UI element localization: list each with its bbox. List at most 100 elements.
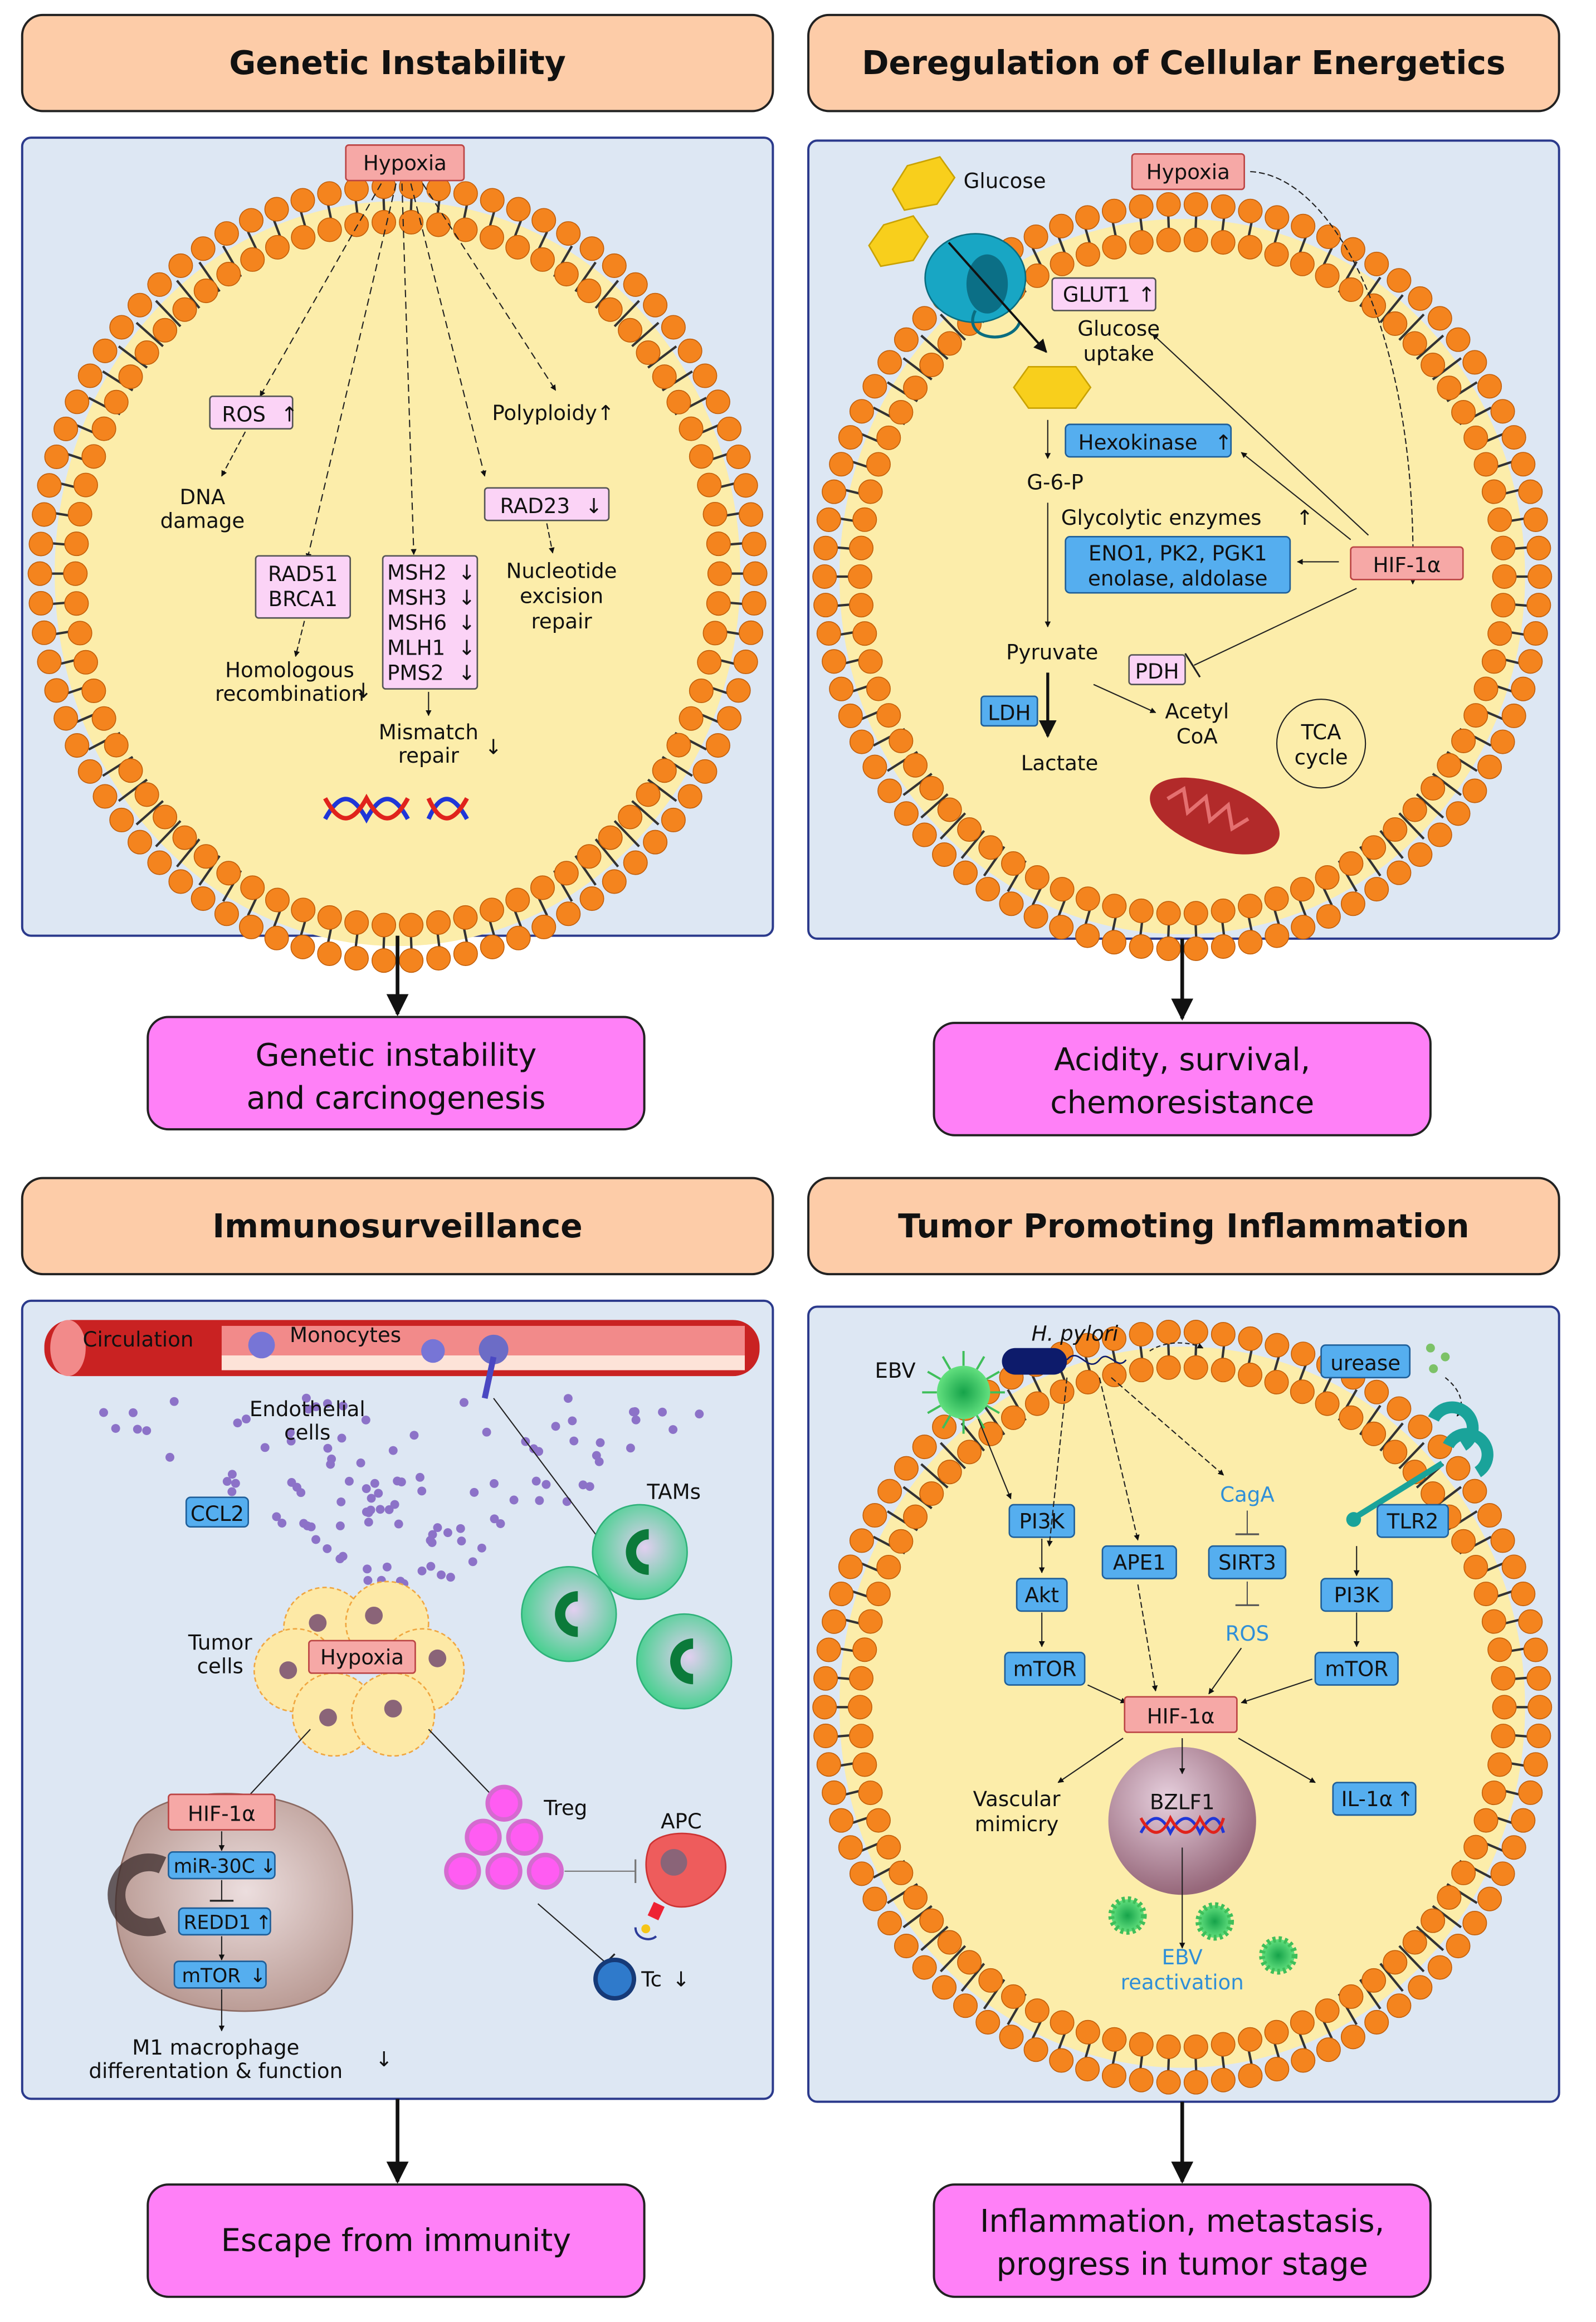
lipid-head [1473,452,1499,477]
lipid-head [866,1808,891,1833]
lipid-head [505,235,530,260]
lipid-head [858,1780,883,1806]
chemokine-dot [459,1398,468,1407]
lipid-head [28,531,53,557]
extravasating-monocyte-icon [479,1334,509,1399]
lipid-head [290,188,315,213]
nucleus-icon [1108,1747,1256,1895]
chemokine-dot [227,1470,237,1479]
lipid-head [1075,205,1100,230]
lipid-head [53,416,79,441]
lipid-head [1183,2070,1208,2095]
lipid-head [1437,375,1462,401]
ccl2-chemokine-dots [99,1393,704,1588]
chemokine-dot [592,1451,601,1460]
lipid-head [479,225,504,250]
lipid-head [919,1908,944,1933]
apc-label: APC [661,1809,702,1833]
lipid-head [479,897,504,923]
lipid-head [847,564,872,589]
lipid-head [44,444,69,469]
lipid-head [598,297,623,322]
lipid-head [1129,194,1154,219]
lipid-head [866,676,891,701]
down-arrow-icon: ↓ [458,636,475,660]
chemokine-dot [242,1414,251,1424]
lipid-head [652,364,677,389]
chemokine-dot [323,1544,332,1553]
lipid-head [264,925,289,950]
lipid-head [812,1695,837,1720]
lipid-head [1340,891,1365,916]
chemokine-dot [306,1522,316,1531]
lipid-head [706,531,731,557]
lipid-head [77,759,103,784]
lipid-head [838,1835,863,1860]
lipid-head [1487,1637,1512,1662]
lipid-head [707,561,732,586]
lipid-head [1383,1440,1408,1465]
panel-title: Genetic Instability [229,44,565,82]
mismatch-gene-list: MSH2 MSH3 MSH6 MLH1 PMS2 ↓ ↓ ↓ ↓ ↓ [387,560,475,685]
lipid-head [838,703,863,728]
hif1a-label: HIF-1α [188,1802,256,1826]
chemokine-dot [169,1397,179,1406]
lipid-head [1451,728,1476,753]
lipid-head [1290,2010,1315,2035]
lipid-head [702,621,728,646]
lipid-head [28,591,53,616]
hypoxia-label: Hypoxia [363,151,447,175]
hypoxia-box [345,144,465,182]
lipid-head [37,650,62,675]
chemokine-dot [338,1552,348,1561]
lipid-tail [631,321,660,348]
chemokine-dot [227,1487,237,1496]
lipid-tail [155,300,182,328]
lipid-head [666,389,691,414]
lipid-head [1481,1609,1506,1634]
chemokine-dot [531,1476,541,1486]
chemokine-dot [468,1557,477,1567]
monocyte-icon [248,1331,275,1359]
up-arrow-icon: ↑ [1296,506,1313,530]
virus-spike [927,1370,941,1380]
lipid-head [1490,1861,1515,1886]
lipid-head [862,1886,887,1911]
lipid-tail [920,1463,949,1489]
lipid-head [903,753,928,778]
tlr2-box [1377,1504,1449,1538]
lipid-head [1446,1934,1471,1959]
lipid-head [1501,703,1526,728]
tlr2-label: TLR2 [1387,1509,1439,1533]
lipid-head [1446,1456,1471,1481]
lipid-head [903,1885,928,1910]
lipid-head [999,891,1024,916]
header-box [21,13,774,113]
lipid-head [743,561,768,586]
lipid-head [975,2009,1000,2035]
lipid-head [426,910,451,935]
lipid-head [1364,251,1389,276]
lipid-head [1156,2034,1181,2059]
tca-label: TCA [1301,720,1341,744]
glucose-uptake-label: Glucose [1077,317,1160,341]
lipid-head [480,934,505,959]
lipid-head [37,473,62,498]
lipid-head [813,1723,838,1748]
hif1a-label: HIF-1α [1373,553,1441,577]
lipid-head [679,706,704,731]
chemokine-dot [272,1512,281,1521]
lipid-head [602,253,627,278]
lipid-tail [1416,1925,1444,1952]
mtor-label: mTOR [182,1965,241,1987]
lipid-head [104,733,129,758]
lipid-head [216,861,241,886]
lipid-head [128,830,153,855]
lipid-head [1156,901,1181,926]
lipid-head [1491,593,1516,618]
chemokine-dot [129,1408,138,1417]
lipid-head [741,591,767,616]
lipid-tail [920,793,949,819]
chemokine-dot [393,1476,402,1486]
lipid-head [1487,1752,1512,1777]
